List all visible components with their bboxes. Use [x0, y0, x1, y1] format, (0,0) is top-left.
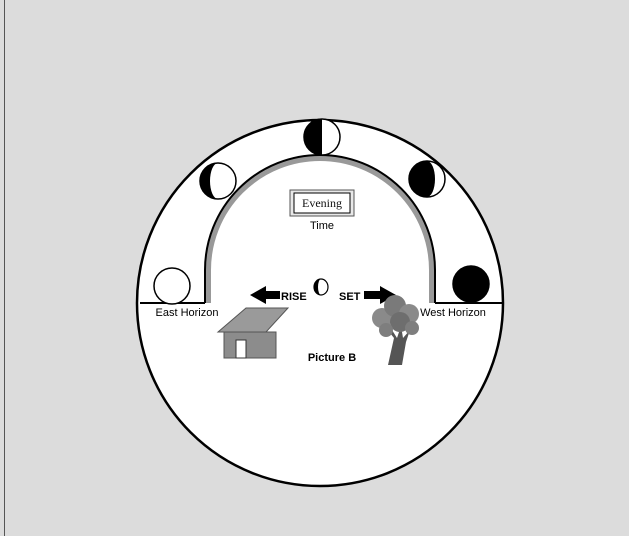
rise-label: RISE	[281, 291, 307, 303]
west-horizon-label: West Horizon	[420, 307, 486, 319]
center-moon-icon	[314, 279, 328, 295]
first-quarter-moon-icon	[304, 119, 340, 155]
full-moon-icon	[154, 268, 190, 304]
time-label: Time	[310, 220, 334, 232]
time-value: Evening	[302, 196, 342, 210]
time-box: Evening	[290, 190, 354, 216]
picture-caption: Picture B	[308, 352, 356, 364]
new-moon-icon	[453, 266, 489, 302]
set-label: SET	[339, 291, 361, 303]
east-horizon-label: East Horizon	[156, 307, 219, 319]
waxing-gibbous-moon-icon	[200, 163, 236, 199]
waning-gibbous-moon-icon	[409, 161, 445, 197]
